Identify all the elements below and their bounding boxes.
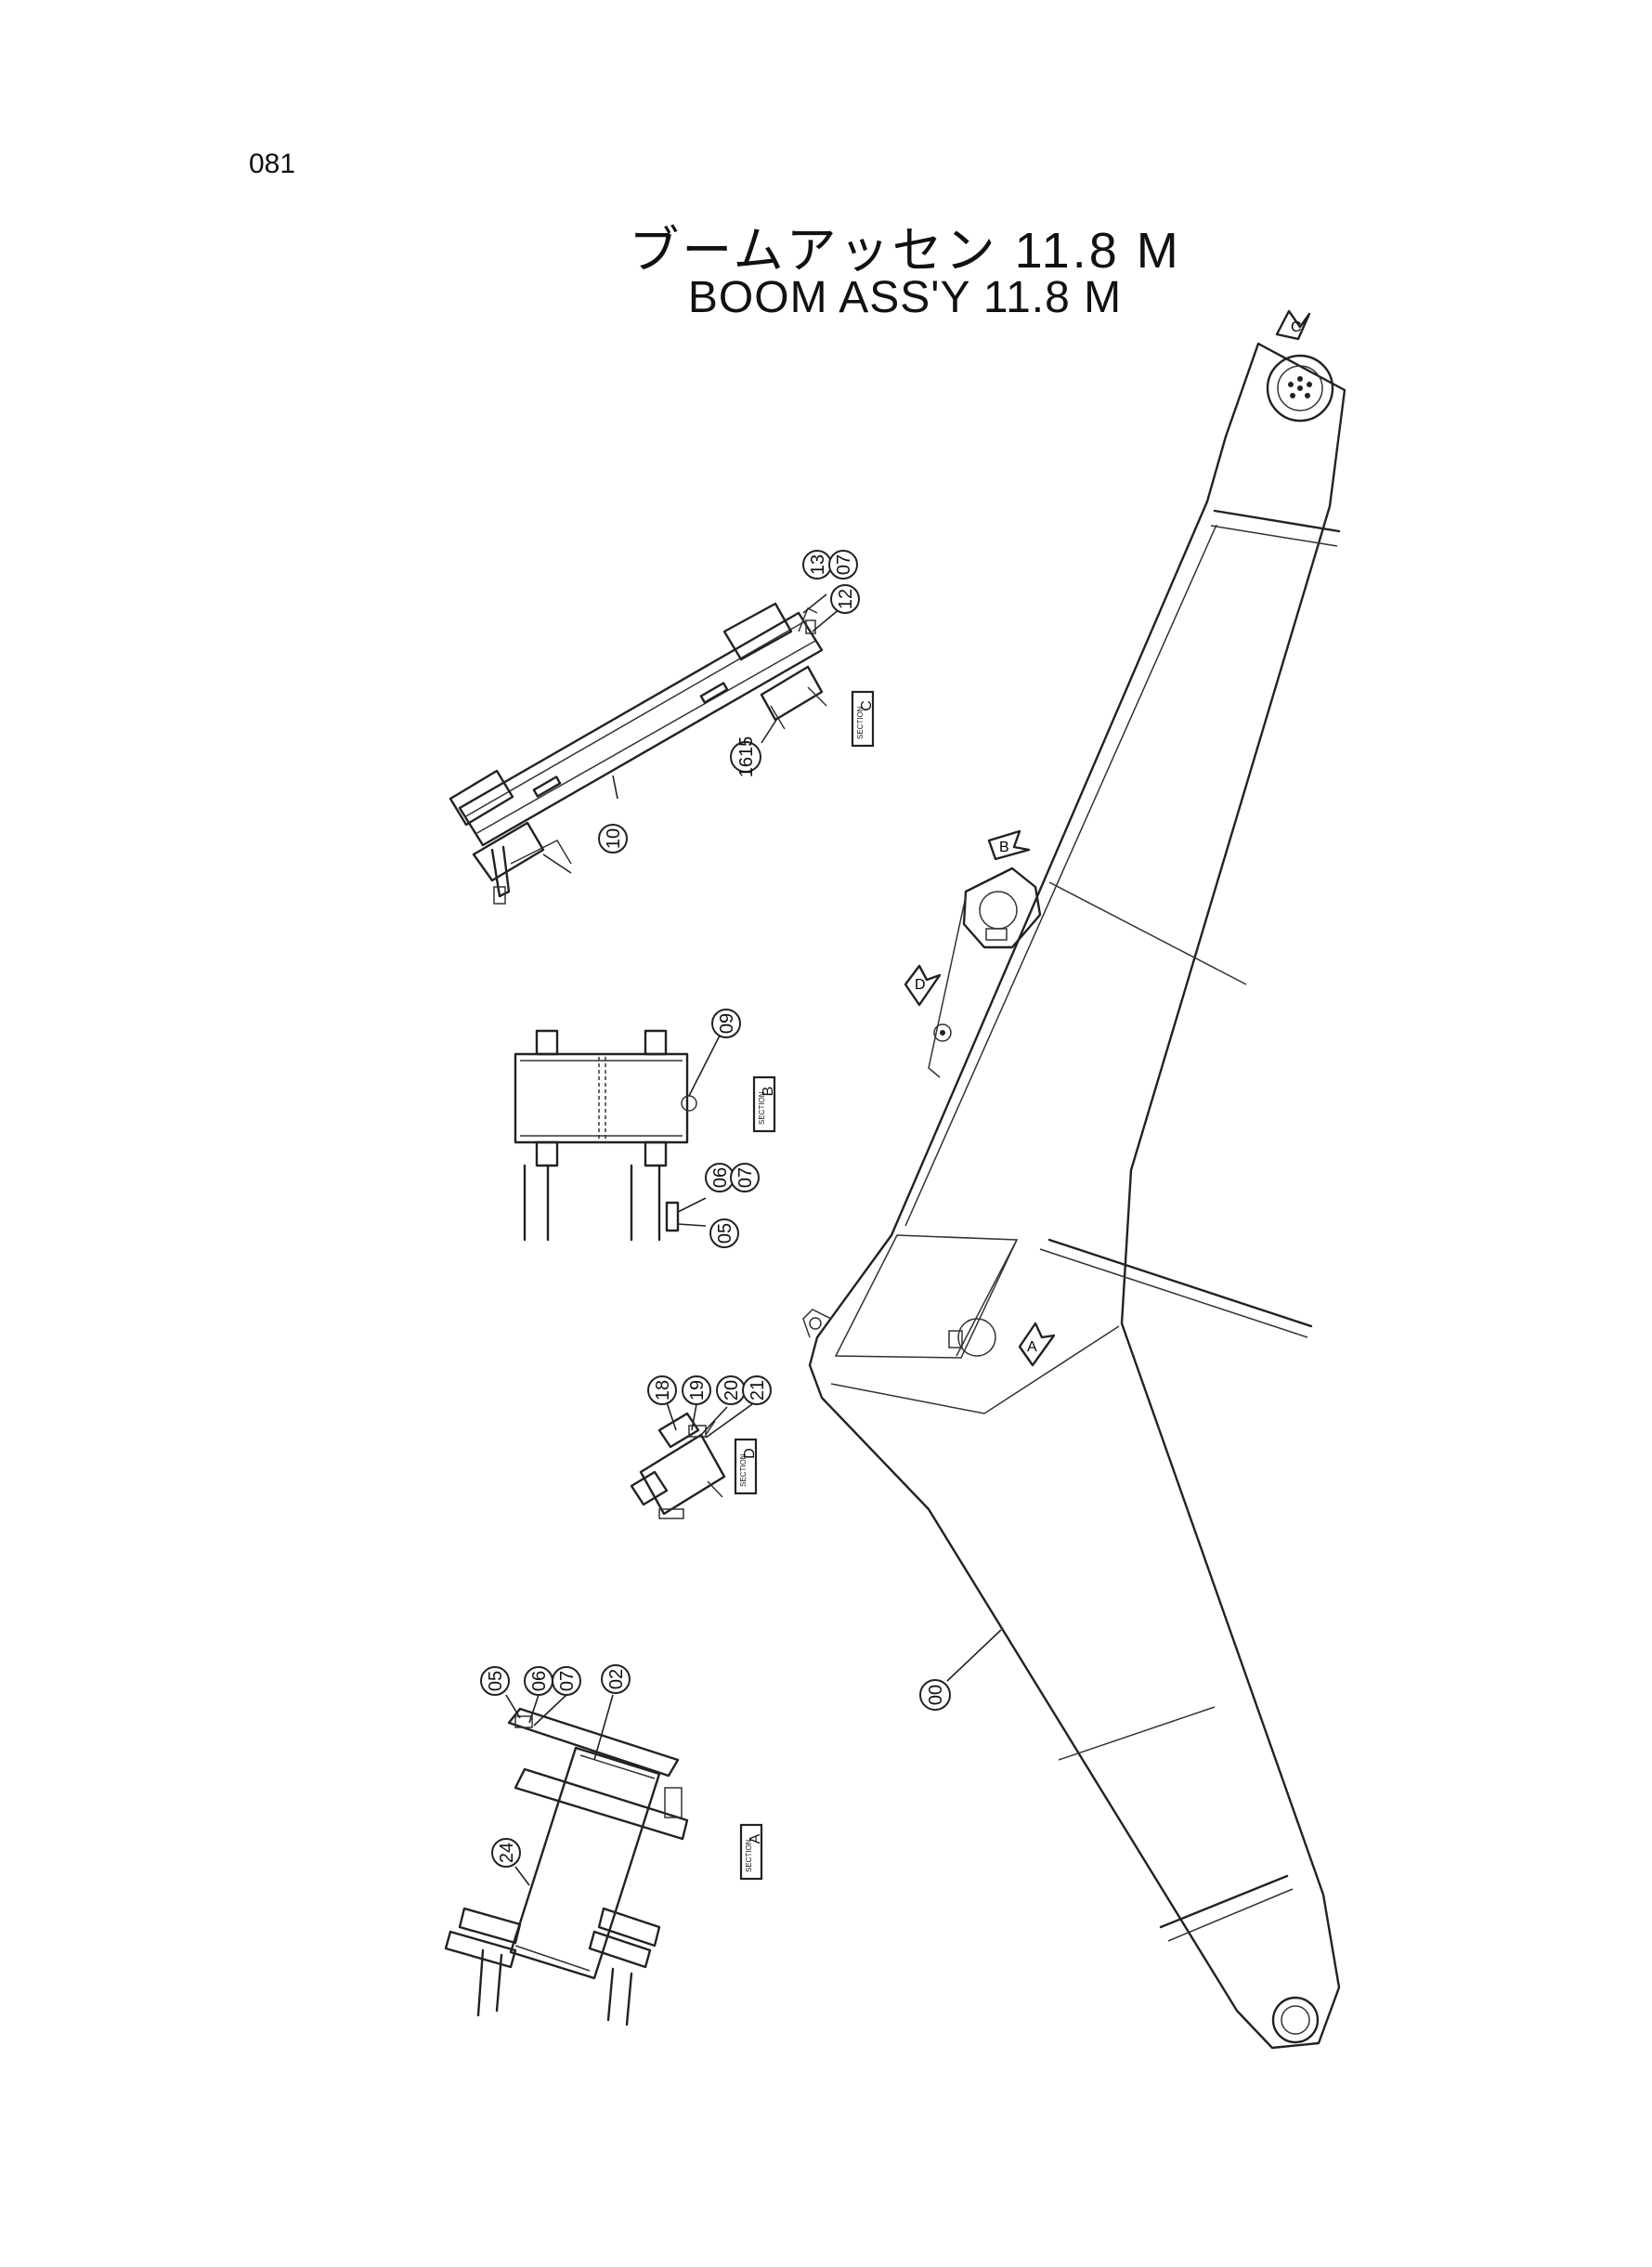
svg-text:12: 12 (836, 589, 856, 609)
svg-text:09: 09 (717, 1013, 737, 1034)
svg-text:06: 06 (529, 1671, 550, 1691)
svg-text:SECTION: SECTION (739, 1453, 748, 1487)
svg-text:06: 06 (710, 1167, 731, 1188)
view-arrow-a: A (1018, 1322, 1056, 1367)
item-bubble-1615: 1615 (730, 736, 761, 778)
svg-text:C: C (859, 700, 875, 711)
item-bubble-07-c: 07 (828, 550, 858, 580)
svg-text:SECTION: SECTION (856, 706, 865, 739)
item-bubble-19: 19 (682, 1375, 711, 1405)
svg-text:10: 10 (604, 828, 624, 849)
svg-text:05: 05 (486, 1671, 506, 1691)
svg-text:B: B (999, 840, 1009, 855)
svg-text:SECTION: SECTION (758, 1091, 766, 1125)
title-english: BOOM ASS'Y 11.8 M (687, 273, 1123, 322)
section-label-b: SECTION B (752, 1075, 776, 1133)
section-label-d: SECTION D (734, 1438, 758, 1495)
item-bubble-06-b: 06 (705, 1163, 735, 1192)
section-a-detail (444, 1694, 689, 2026)
item-bubble-21: 21 (742, 1375, 772, 1405)
item-bubble-10: 10 (598, 824, 628, 853)
item-bubble-07-b: 07 (730, 1163, 760, 1192)
section-label-c: SECTION C (851, 690, 875, 748)
view-arrow-b: B (987, 829, 1031, 861)
svg-text:B: B (761, 1087, 776, 1097)
item-bubble-13: 13 (802, 550, 832, 580)
svg-text:07: 07 (735, 1167, 756, 1188)
item-bubble-12: 12 (830, 584, 860, 614)
svg-text:21: 21 (748, 1380, 768, 1401)
item-bubble-02: 02 (601, 1664, 631, 1694)
svg-text:D: D (915, 977, 926, 993)
section-c-detail (449, 593, 841, 905)
svg-text:19: 19 (687, 1380, 708, 1401)
svg-text:20: 20 (722, 1380, 742, 1401)
svg-text:07: 07 (834, 554, 854, 575)
boom-main-body (802, 342, 1346, 2050)
svg-text:A: A (748, 1833, 763, 1844)
item-bubble-06-a: 06 (524, 1666, 553, 1696)
svg-text:13: 13 (808, 554, 828, 575)
item-bubble-05-b: 05 (709, 1218, 739, 1248)
page-number: 081 (249, 149, 296, 179)
svg-text:D: D (742, 1448, 758, 1459)
section-d-detail (630, 1401, 753, 1519)
item-bubble-09: 09 (711, 1009, 741, 1038)
svg-text:A: A (1027, 1339, 1037, 1355)
svg-text:SECTION: SECTION (745, 1839, 753, 1872)
svg-text:1615: 1615 (736, 736, 757, 778)
svg-text:05: 05 (715, 1223, 735, 1244)
item-bubble-18: 18 (647, 1375, 677, 1405)
svg-text:07: 07 (557, 1671, 578, 1691)
item-bubble-20: 20 (716, 1375, 746, 1405)
item-bubble-07-a: 07 (552, 1666, 581, 1696)
svg-text:00: 00 (926, 1685, 946, 1705)
view-arrow-d: D (904, 964, 942, 1007)
item-bubble-00: 00 (919, 1679, 951, 1711)
svg-text:24: 24 (497, 1843, 517, 1863)
title-japanese: ブームアッセン 11.8 M (629, 223, 1181, 279)
svg-text:18: 18 (653, 1380, 673, 1401)
item-bubble-05-a: 05 (480, 1666, 510, 1696)
section-b-detail (514, 1029, 721, 1242)
svg-text:02: 02 (606, 1669, 627, 1689)
view-arrow-c: C (1275, 309, 1311, 341)
section-label-a: SECTION A (739, 1823, 763, 1881)
item-bubble-24: 24 (491, 1838, 521, 1868)
svg-text:C: C (1291, 319, 1302, 335)
